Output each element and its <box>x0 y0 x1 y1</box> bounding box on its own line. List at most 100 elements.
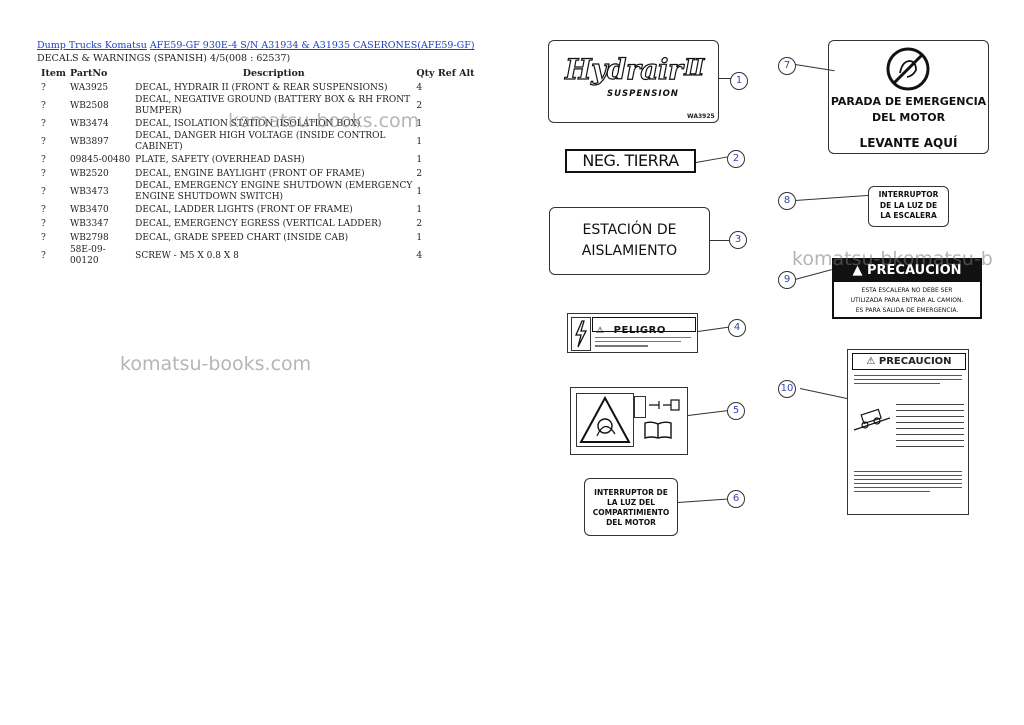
warning-triangle-icon: ⚠ <box>866 356 876 367</box>
cell-description: DECAL, GRADE SPEED CHART (INSIDE CAB) <box>135 232 349 243</box>
table-row: ? 09845-00480 PLATE, SAFETY (OVERHEAD DA… <box>37 153 477 167</box>
leader-line <box>794 194 869 202</box>
interruptor-escalera-line2: DE LA LUZ DE <box>879 200 938 210</box>
parada-line1: PARADA DE EMERGENCIA <box>830 95 987 108</box>
table-row: ? 58E-09-00120 SCREW - M5 X 0.8 X 8 4 <box>37 245 477 267</box>
cell-item: ? <box>41 154 46 165</box>
breadcrumb-link-category[interactable]: Dump Trucks Komatsu <box>37 40 147 51</box>
cell-partno: WB2508 <box>69 100 109 111</box>
cell-item: ? <box>41 118 46 129</box>
decal-danger-high-voltage: ⚠ PELIGRO <box>567 313 698 353</box>
cell-description: PLATE, SAFETY (OVERHEAD DASH) <box>135 154 305 165</box>
peligro-fine-print <box>595 334 691 350</box>
cell-item: ? <box>41 136 46 147</box>
grade-chart-footer-text <box>854 468 962 495</box>
cell-description: DECAL, LADDER LIGHTS (FRONT OF FRAME) <box>135 204 353 215</box>
cell-item: ? <box>41 82 46 93</box>
callout-9: 9 <box>778 271 796 289</box>
breadcrumb-link-model[interactable]: AFE59-GF 930E-4 S/N A31934 & A31935 CASE… <box>149 40 475 51</box>
decal-isolation-station: ESTACIÓN DE AISLAMIENTO <box>549 207 710 275</box>
table-row: ? WB3347 DECAL, EMERGENCY EGRESS (VERTIC… <box>37 217 477 231</box>
cell-item: ? <box>41 218 46 229</box>
parada-line3: LEVANTE AQUÍ <box>859 136 958 150</box>
cell-partno: WB3897 <box>69 136 109 147</box>
cell-partno: 09845-00480 <box>69 154 131 165</box>
precaucion1-line2: UTILIZADA PARA ENTRAR AL CAMION. <box>850 297 964 304</box>
callout-2: 2 <box>727 150 745 168</box>
cell-qty: 1 <box>416 186 423 197</box>
safety-door-icon <box>634 396 646 418</box>
leader-line <box>697 326 730 333</box>
callout-1: 1 <box>730 72 748 90</box>
hydrair-logo: HydrairII <box>565 52 705 86</box>
plate-safety <box>570 387 688 455</box>
precaucion1-line1: ESTA ESCALERA NO DEBE SER <box>861 287 953 294</box>
leader-line <box>710 240 732 242</box>
estacion-line2: AISLAMIENTO <box>581 243 678 259</box>
table-header-row: Item PartNo Description Qty Ref Alt <box>37 66 477 81</box>
decal-hydrair: HydrairII SUSPENSION WA3925 <box>548 40 719 123</box>
peligro-title: PELIGRO <box>613 325 666 336</box>
table-row: ? WB2508 DECAL, NEGATIVE GROUND (BATTERY… <box>37 95 477 117</box>
callout-7: 7 <box>778 57 796 75</box>
cell-qty: 2 <box>416 218 423 229</box>
cell-partno: WA3925 <box>69 82 109 93</box>
peligro-header: ⚠ PELIGRO <box>592 317 696 336</box>
precaucion1-header: ▲ PRECAUCION <box>834 260 980 282</box>
callout-4: 4 <box>728 319 746 337</box>
breadcrumb: Dump Trucks Komatsu AFE59-GF 930E-4 S/N … <box>37 40 475 51</box>
cell-partno: WB3347 <box>69 218 109 229</box>
interruptor-motor-line3: COMPARTIMIENTO <box>592 508 670 517</box>
leader-line <box>695 156 728 164</box>
cell-qty: 4 <box>416 250 423 261</box>
leader-line <box>794 269 832 281</box>
cell-partno: WB3474 <box>69 118 109 129</box>
decal-grade-speed-chart: ⚠ PRECAUCION <box>847 349 969 515</box>
cell-item: ? <box>41 250 46 261</box>
interruptor-motor-line1: INTERRUPTOR DE <box>594 488 668 497</box>
callout-3: 3 <box>729 231 747 249</box>
interruptor-motor-line4: DEL MOTOR <box>606 518 656 527</box>
watermark: komatsu-books.com <box>228 110 420 132</box>
cell-item: ? <box>41 168 46 179</box>
decal-emergency-shutdown: PARADA DE EMERGENCIA DEL MOTOR LEVANTE A… <box>828 40 989 154</box>
callout-5: 5 <box>727 402 745 420</box>
decal-ladder-lights: INTERRUPTOR DE LA LUZ DE LA ESCALERA <box>868 186 949 227</box>
cell-qty: 1 <box>416 118 423 129</box>
parts-table: Item PartNo Description Qty Ref Alt ? WA… <box>37 66 477 267</box>
page-subtitle: DECALS & WARNINGS (SPANISH) 4/5(008 : 62… <box>37 53 291 64</box>
manual-book-icon <box>643 420 673 440</box>
estacion-line1: ESTACIÓN DE <box>582 222 677 238</box>
cell-partno: 58E-09-00120 <box>69 245 106 266</box>
table-row: ? WB2798 DECAL, GRADE SPEED CHART (INSID… <box>37 231 477 245</box>
grade-speed-table <box>896 400 964 452</box>
cell-item: ? <box>41 232 46 243</box>
cell-qty: 1 <box>416 154 423 165</box>
cell-qty: 4 <box>416 82 423 93</box>
cell-description: DECAL, EMERGENCY EGRESS (VERTICAL LADDER… <box>135 218 382 229</box>
decal-emergency-egress: ▲ PRECAUCION ESTA ESCALERA NO DEBE SER U… <box>832 258 982 319</box>
cell-description: DECAL, NEGATIVE GROUND (BATTERY BOX & RH… <box>135 95 411 116</box>
leader-line <box>677 498 730 504</box>
table-row: ? WA3925 DECAL, HYDRAIR II (FRONT & REAR… <box>37 81 477 95</box>
table-row: ? WB3897 DECAL, DANGER HIGH VOLTAGE (INS… <box>37 131 477 153</box>
decal-negative-ground: NEG. TIERRA <box>565 149 696 173</box>
cell-description: DECAL, ENGINE BAYLIGHT (FRONT OF FRAME) <box>135 168 365 179</box>
precaucion2-title: PRECAUCION <box>878 356 952 367</box>
callout-10: 10 <box>778 380 796 398</box>
cell-partno: WB2520 <box>69 168 109 179</box>
cell-qty: 1 <box>416 136 423 147</box>
parada-line2: DEL MOTOR <box>871 111 946 124</box>
table-row: ? WB2520 DECAL, ENGINE BAYLIGHT (FRONT O… <box>37 167 477 181</box>
cell-partno: WB3470 <box>69 204 109 215</box>
watermark: komatsu-bkomatsu-b <box>792 248 993 270</box>
interruptor-motor-line2: LA LUZ DEL <box>607 498 655 507</box>
safety-key-icon <box>647 396 681 414</box>
safety-warning-pictogram <box>576 393 634 447</box>
warning-triangle-icon: ⚠ <box>596 326 605 336</box>
table-row: ? WB3470 DECAL, LADDER LIGHTS (FRONT OF … <box>37 203 477 217</box>
interruptor-escalera-line3: LA ESCALERA <box>880 211 937 220</box>
cell-description: DECAL, DANGER HIGH VOLTAGE (INSIDE CONTR… <box>135 131 386 152</box>
leader-line <box>687 409 730 417</box>
lightning-icon <box>571 317 591 351</box>
